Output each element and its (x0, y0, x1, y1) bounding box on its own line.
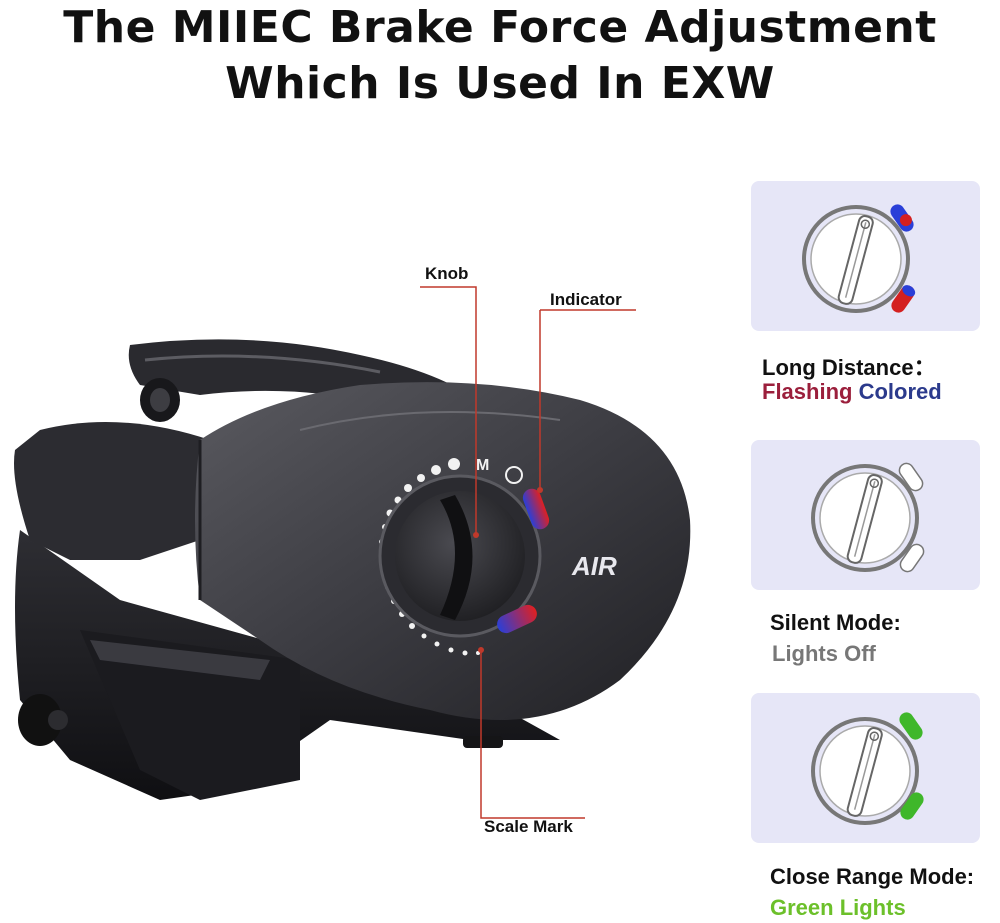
reel-product-image: M AIR (14, 286, 691, 819)
light-bottom-icon (900, 792, 924, 820)
mode-title-long-distance: Long Distance： (762, 355, 936, 380)
light-top-icon (898, 462, 924, 492)
callout-scale-mark: Scale Mark (484, 817, 573, 836)
flashing-label: Flashing (762, 379, 853, 404)
callout-lines (420, 286, 636, 819)
brand-logo: AIR (571, 551, 617, 581)
mode-card-long-distance (751, 181, 980, 331)
callout-indicator: Indicator (550, 290, 622, 309)
dial-diagram-icon (811, 712, 924, 825)
indicator-light-bottom (497, 604, 537, 634)
indicator-light-top (522, 488, 550, 530)
mode-title-silent: Silent Mode: (770, 610, 901, 635)
mode-subtitle-close-range: Green Lights (770, 895, 906, 920)
dial-diagram-icon (802, 204, 916, 313)
page-title-line-2: Which Is Used In EXW (225, 58, 775, 109)
mode-subtitle-long-distance: Flashing Colored (762, 379, 942, 405)
dial-letter-m: M (476, 457, 489, 474)
mode-title-close-range: Close Range Mode: (770, 864, 975, 889)
mode-card-close-range (751, 693, 980, 843)
dial-diagram-icon (811, 462, 925, 573)
light-bottom-icon (899, 543, 925, 573)
colored-label: Colored (858, 379, 942, 404)
mode-subtitle-silent: Lights Off (772, 641, 876, 666)
light-top-icon (899, 712, 923, 740)
callout-knob: Knob (425, 264, 469, 283)
mode-card-silent (751, 440, 980, 590)
page-title-line-1: The MIIEC Brake Force Adjustment (63, 2, 937, 53)
